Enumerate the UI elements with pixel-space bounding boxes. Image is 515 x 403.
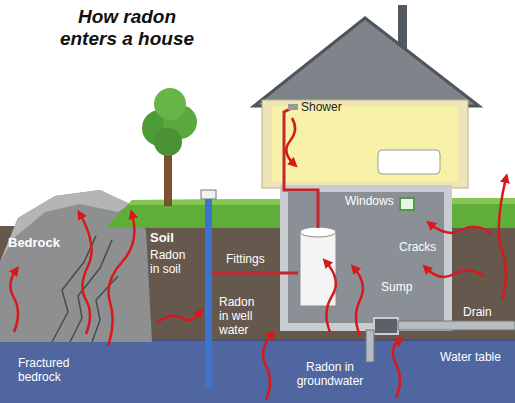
groundwater-layer [0,340,515,403]
drain-pipe [366,330,374,362]
house-interior [272,106,458,182]
radon-arrow [80,214,92,334]
basement-window [400,198,414,210]
water-supply-pipe [212,272,298,275]
radon-arrow [393,340,400,398]
water-heater-top [300,227,336,237]
shower-head [288,104,298,110]
sump-pit [374,318,398,334]
part-label: Fittings [226,252,278,266]
part-label: Sump [381,280,421,294]
radon-arrow [108,214,134,346]
house-wall [262,100,468,188]
part-label: Windows [345,194,399,208]
well-pipe [205,198,212,388]
bathtub [378,150,440,174]
part-label: Bedrock [8,236,78,250]
well-cap [201,190,216,199]
house-roof [254,18,479,106]
part-label: Shower [301,100,351,114]
radon-arrow [326,262,336,332]
radon-arrow [10,270,18,332]
radon-arrow [263,334,272,400]
basement-wall [280,185,452,331]
radon-arrow [286,118,295,164]
part-label: Soil [150,231,200,245]
tree-canopy [154,128,182,156]
part-label: Radon in soil [150,248,198,276]
radon-arrow [354,268,363,336]
rock-fracture [92,276,118,342]
basement-interior [288,192,444,323]
radon-arrow [430,224,492,234]
radon-arrow [499,178,506,300]
tree-trunk [164,148,172,206]
part-label: Cracks [399,240,445,254]
tree-canopy [154,88,186,120]
part-label: Drain [463,305,503,319]
part-label: Water table [440,350,512,364]
drain-pipe [398,321,515,330]
radon-arrows [10,118,506,400]
radon-arrow [158,312,200,322]
part-label: Radon in groundwater [288,360,372,388]
radon-arrow [426,268,484,277]
water-supply-pipe [284,108,318,228]
diagram-title: How radon enters a house [52,6,202,50]
water-table-line [150,339,515,341]
part-label: Radon in well water [219,295,265,337]
part-label: Fractured bedrock [18,356,84,384]
